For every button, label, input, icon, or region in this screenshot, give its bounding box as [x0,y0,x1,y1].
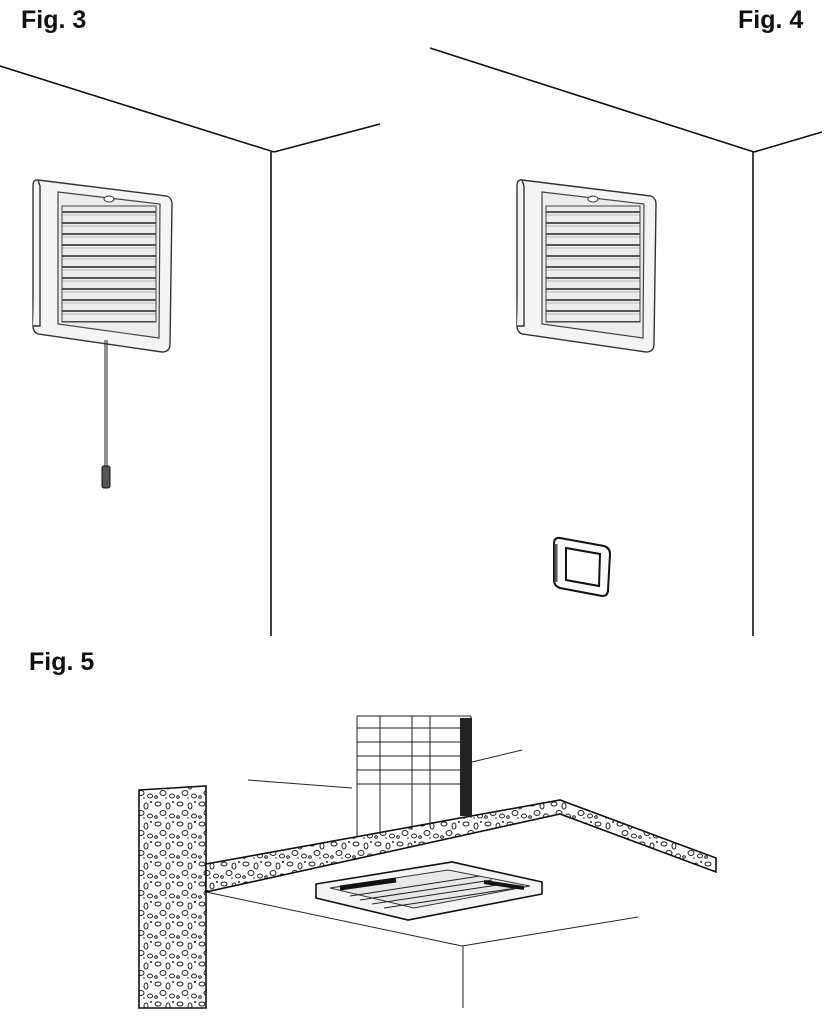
fig5-label: Fig. 5 [29,648,95,676]
concrete-wall [138,785,207,1009]
fig4-label: Fig. 4 [738,6,804,34]
pull-cord [101,340,111,489]
ceiling-fan [315,861,543,921]
wall-switch [553,536,612,598]
fig4-illustration [429,47,823,636]
fig3-label: Fig. 3 [21,6,87,34]
wall-fan [516,179,657,353]
ventilation-duct [356,715,472,836]
leader-line [247,779,353,789]
wall-fan [32,179,173,353]
fig3-illustration [0,65,381,636]
fig5-illustration [138,715,717,1009]
leader-line [471,749,523,763]
